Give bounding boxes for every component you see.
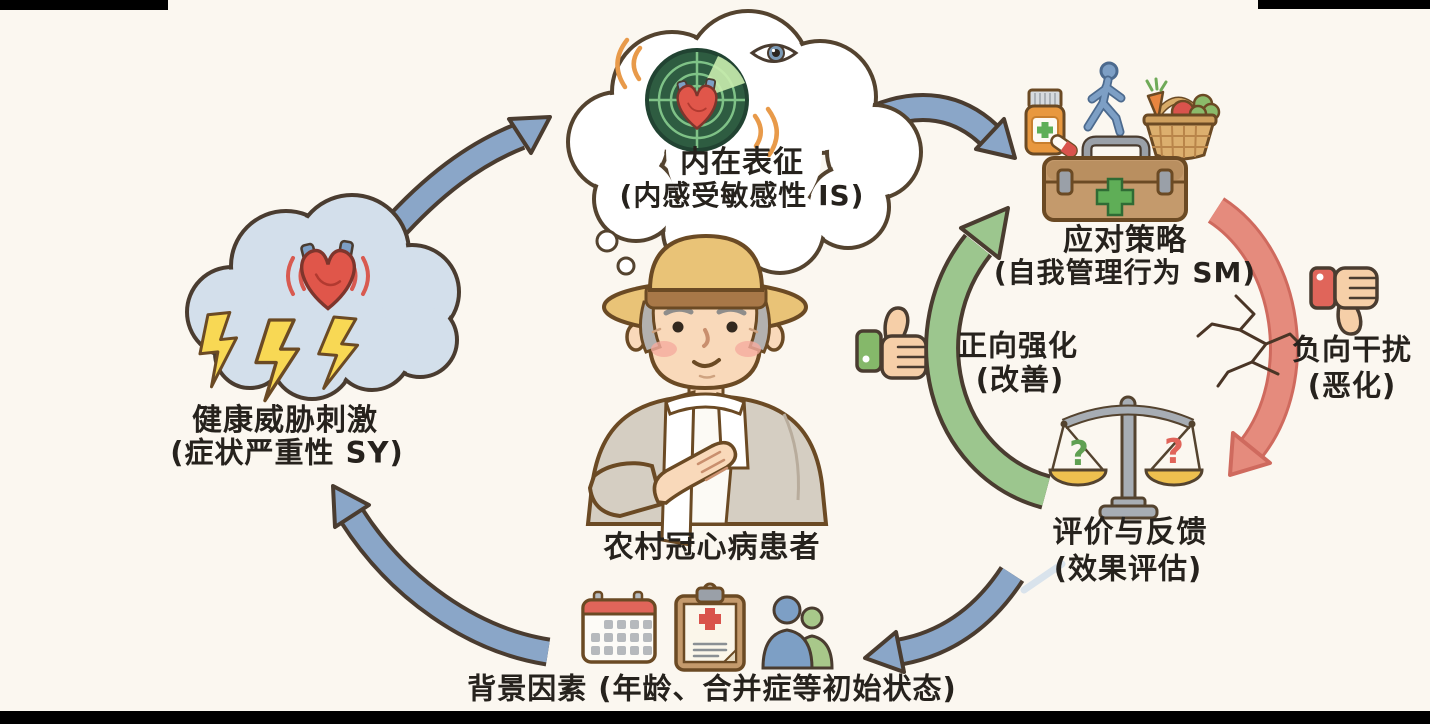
arrow-threat-to-ir (379, 115, 552, 243)
first-aid-kit-icon (1042, 135, 1188, 222)
vegetable-basket-icon (1142, 77, 1221, 161)
eye-icon (749, 43, 799, 63)
background-factors-label: 背景因素 (年龄、合并症等初始状态) (467, 671, 957, 706)
arrow-negative-interference (1207, 197, 1299, 477)
evaluation-feedback-subtitle: (效果评估) (1053, 551, 1203, 586)
negative-interference-subtitle: (恶化) (1307, 368, 1397, 403)
people-icon (761, 595, 834, 670)
internal-representation-title: 内在表征 (680, 145, 804, 180)
hand (652, 440, 738, 505)
scale-right-question-mark: ? (1164, 432, 1184, 472)
coping-strategy-icons (1024, 61, 1221, 222)
heart-radar-icon (645, 48, 749, 152)
storm-cloud-icon (185, 193, 461, 403)
coping-strategy-subtitle: (自我管理行为 SM) (993, 256, 1257, 289)
pencil-smudge (1020, 560, 1066, 594)
patient-label: 农村冠心病患者 (603, 530, 821, 565)
arrow-background-to-threat (331, 484, 551, 667)
thought-cloud (566, 9, 923, 276)
health-threat-title: 健康威胁刺激 (192, 403, 378, 438)
crack-icon (1196, 294, 1302, 388)
positive-reinforcement-subtitle: (改善) (975, 362, 1065, 397)
health-threat-subtitle: (症状严重性 SY) (170, 435, 404, 470)
sleeve (587, 461, 665, 519)
letterbox-top-right (1258, 0, 1430, 9)
evaluation-feedback-title: 评价与反馈 (1052, 515, 1208, 550)
letterbox-top-left (0, 0, 168, 10)
positive-reinforcement-title: 正向强化 (957, 328, 1079, 363)
background-factor-icons (581, 582, 834, 672)
thumbs-down-icon (1309, 266, 1379, 336)
arrow-eval-to-background (863, 565, 1025, 674)
elderly-farmer-illustration (585, 233, 829, 547)
thought-bubble (616, 256, 636, 276)
balance-scale-icon: ? ? (1048, 395, 1204, 520)
capsule-icon (1050, 134, 1078, 158)
internal-representation-subtitle: (内感受敏感性 IS) (619, 179, 865, 212)
thumbs-up-icon (855, 306, 928, 380)
scale-left-question-mark: ? (1069, 434, 1089, 474)
thought-bubble (595, 229, 619, 253)
coping-strategy-title: 应对策略 (1063, 223, 1187, 258)
arrow-positive-reinforcement (924, 206, 1052, 510)
signal-waves-icon (615, 37, 779, 158)
medical-clipboard-icon (674, 582, 746, 672)
walking-person-icon (1083, 61, 1126, 137)
negative-interference-title: 负向干扰 (1291, 332, 1413, 367)
letterbox-bottom (0, 711, 1430, 724)
hat-dome (647, 233, 765, 292)
calendar-icon (581, 590, 657, 664)
